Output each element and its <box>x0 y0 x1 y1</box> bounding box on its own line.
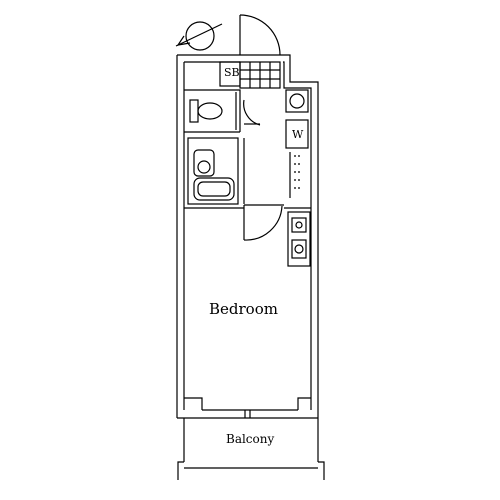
entrance-door <box>239 14 283 56</box>
bedroom-label: Bedroom <box>209 300 278 318</box>
bathroom <box>187 137 245 205</box>
kitchen-counter <box>287 211 311 267</box>
washbasin-icon <box>193 149 215 177</box>
washer-space <box>285 89 309 149</box>
balcony <box>177 418 325 480</box>
balcony-label: Balcony <box>226 432 275 446</box>
shower-grid-icon <box>239 61 281 89</box>
storage-rack <box>289 152 300 198</box>
outer-walls <box>176 54 319 419</box>
hall-door <box>243 99 261 126</box>
compass-icon <box>175 21 223 51</box>
sink-icon <box>291 217 307 233</box>
stove-icon <box>291 239 307 259</box>
washer-label: W <box>292 128 304 141</box>
shoe-box-label: SB <box>224 66 240 79</box>
toilet-room <box>184 89 241 133</box>
toilet-icon <box>189 99 223 123</box>
bathtub-icon <box>193 177 235 201</box>
bedroom-door <box>243 204 284 241</box>
